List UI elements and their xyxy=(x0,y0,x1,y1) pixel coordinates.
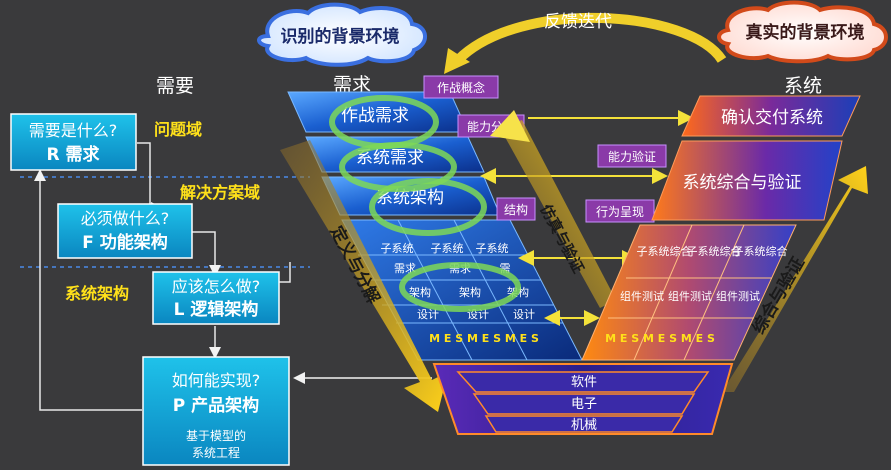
ops-concept-tag: 作战概念 xyxy=(423,75,499,99)
right-subsystem-3: 子系统综合 xyxy=(733,244,788,258)
mechanical-label: 机械 xyxy=(571,418,597,433)
left-subsystem-2: 子系统 xyxy=(431,242,464,255)
behavior-tag: 行为呈现 xyxy=(585,199,655,223)
vee-left-title: 需求 xyxy=(333,74,371,96)
feedback-arc-arrow: 反馈迭代 xyxy=(444,12,727,74)
svg-text:作战概念: 作战概念 xyxy=(437,80,485,95)
requirements-box: 需要是什么? R 需求 xyxy=(10,113,137,171)
real-context-label: 真实的背景环境 xyxy=(746,22,865,43)
product-answer: P 产品架构 xyxy=(173,395,259,416)
left-flow-connectors xyxy=(34,142,291,411)
left-sub-arch-2: 架构 xyxy=(459,285,481,299)
functional-architecture-box: 必须做什么? F 功能架构 xyxy=(57,203,193,259)
problem-domain-label: 问题域 xyxy=(154,120,202,139)
solution-domain-label: 解决方案域 xyxy=(180,183,260,202)
left-sub-req-3: 需 xyxy=(500,262,511,275)
right-component-3: 组件测试 xyxy=(716,289,760,303)
confirm-delivery-label: 确认交付系统 xyxy=(721,108,823,128)
product-question: 如何能实现? xyxy=(172,371,261,390)
left-sub-arch-1: 架构 xyxy=(409,285,431,299)
right-component-1: 组件测试 xyxy=(620,289,664,303)
system-architecture-label: 系统架构 xyxy=(376,188,444,208)
logical-architecture-box: 应该怎么做? L 逻辑架构 xyxy=(152,271,280,325)
right-subsystem-1: 子系统综合 xyxy=(637,244,692,258)
left-subsystem-1: 子系统 xyxy=(381,242,414,255)
left-sub-design-1: 设计 xyxy=(417,308,439,321)
capability-verify-tag: 能力验证 xyxy=(597,144,667,168)
left-sub-req-1: 需求 xyxy=(394,262,416,275)
green-iteration-arrows xyxy=(329,95,521,312)
right-subsystem-2: 子系统综合 xyxy=(687,244,742,258)
needs-heading: 需要 xyxy=(156,75,194,97)
product-architecture-box: 如何能实现? P 产品架构 基于模型的 系统工程 xyxy=(142,356,290,466)
requirements-answer: R 需求 xyxy=(46,144,99,165)
feedback-label: 反馈迭代 xyxy=(544,12,612,32)
left-sub-design-3: 设计 xyxy=(513,308,535,321)
functional-answer: F 功能架构 xyxy=(82,232,168,253)
system-requirements-label: 系统需求 xyxy=(356,148,424,168)
vee-right-title: 系统 xyxy=(784,75,822,97)
left-mes-row: M E S M E S M E S xyxy=(429,332,539,345)
software-label: 软件 xyxy=(571,375,597,390)
ops-requirements-label: 作战需求 xyxy=(341,106,409,126)
identified-context-cloud: 识别的背景环境 xyxy=(257,2,427,67)
logical-answer: L 逻辑架构 xyxy=(174,299,259,320)
structure-tag: 结构 xyxy=(496,197,536,221)
identified-context-label: 识别的背景环境 xyxy=(281,26,400,47)
vee-right-arm xyxy=(581,95,861,361)
vee-bottom-disciplines xyxy=(432,363,734,435)
logical-question: 应该怎么做? xyxy=(172,277,261,296)
system-integration-label: 系统综合与验证 xyxy=(683,173,802,193)
functional-question: 必须做什么? xyxy=(81,209,170,228)
svg-text:结构: 结构 xyxy=(504,202,528,217)
svg-text:能力验证: 能力验证 xyxy=(608,149,656,164)
real-context-cloud: 真实的背景环境 xyxy=(717,0,888,64)
system-architecture-domain-label: 系统架构 xyxy=(65,284,129,303)
electronics-label: 电子 xyxy=(571,397,597,412)
mbse-line-1: 基于模型的 xyxy=(186,428,246,443)
mbse-line-2: 系统工程 xyxy=(192,445,240,460)
svg-text:行为呈现: 行为呈现 xyxy=(596,205,644,219)
right-component-2: 组件测试 xyxy=(668,289,712,303)
right-mes-row: M E S M E S M E S xyxy=(605,332,715,345)
requirements-question: 需要是什么? xyxy=(29,121,118,140)
left-subsystem-3: 子系统 xyxy=(476,242,509,255)
